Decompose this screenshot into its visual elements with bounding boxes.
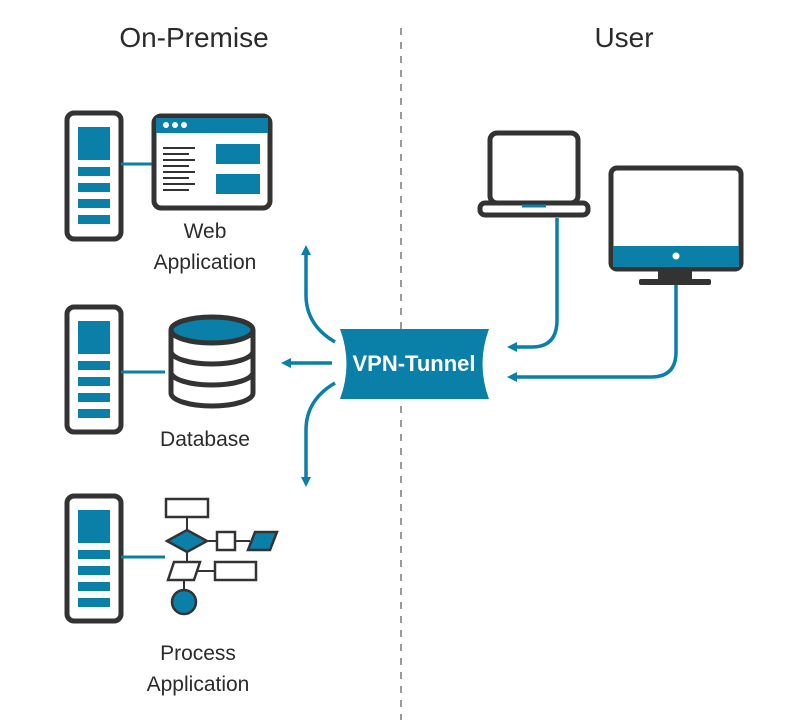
process-application-label: Process Application bbox=[98, 638, 298, 700]
heading-user: User bbox=[594, 22, 654, 53]
database-label: Database bbox=[160, 428, 250, 451]
laptop-to-tunnel-connector bbox=[507, 218, 559, 352]
browser-window-icon bbox=[151, 113, 273, 211]
process-label-line1: Process bbox=[160, 642, 236, 665]
process-label-line2: Application bbox=[146, 673, 250, 696]
web-application-label: Web Application bbox=[105, 216, 305, 278]
tunnel-to-process-arrow bbox=[301, 381, 336, 487]
flowchart-icon bbox=[164, 497, 279, 616]
database-icon bbox=[168, 314, 256, 409]
heading-on-premise: On-Premise bbox=[119, 22, 269, 53]
vpn-tunnel-label: VPN-Tunnel bbox=[352, 351, 476, 376]
laptop-icon bbox=[477, 130, 591, 218]
monitor-icon bbox=[608, 165, 744, 285]
web-label-line1: Web bbox=[183, 220, 227, 243]
vpn-tunnel-shape bbox=[340, 329, 489, 399]
tunnel-to-web-arrow bbox=[301, 245, 336, 344]
web-label-line2: Application bbox=[153, 251, 257, 274]
monitor-to-tunnel-connector bbox=[507, 285, 678, 382]
server-icon bbox=[64, 304, 124, 435]
server-icon bbox=[64, 493, 124, 624]
server-icon bbox=[64, 110, 124, 242]
